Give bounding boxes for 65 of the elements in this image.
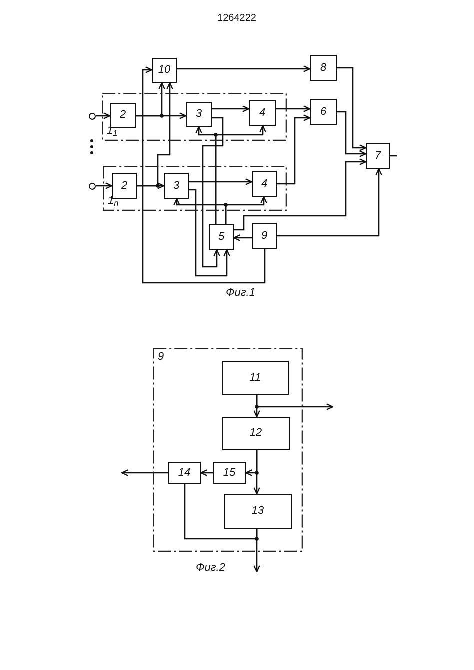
function-block xyxy=(310,55,337,81)
block-number: 14 xyxy=(178,468,191,478)
function-block xyxy=(252,223,277,249)
connector-line xyxy=(184,484,258,540)
arrow xyxy=(212,106,250,112)
arrow xyxy=(233,234,252,242)
block-number: 13 xyxy=(252,506,264,517)
function-block xyxy=(366,143,390,169)
block-number: 3 xyxy=(196,109,202,120)
block-number: 5 xyxy=(218,232,225,242)
function-block xyxy=(213,462,246,484)
block-number: 2 xyxy=(120,110,126,121)
arrow xyxy=(202,117,224,268)
function-block xyxy=(152,58,177,83)
arrow xyxy=(277,114,311,185)
function-block xyxy=(110,103,136,128)
block-number: 15 xyxy=(223,468,236,478)
block-number: 10 xyxy=(158,65,171,76)
arrow xyxy=(137,82,174,187)
arrow xyxy=(337,111,367,158)
block-number: 3 xyxy=(173,180,180,192)
arrow xyxy=(225,196,268,224)
function-block xyxy=(252,171,277,197)
function-block xyxy=(222,361,289,395)
block-number: 6 xyxy=(320,106,327,118)
block-number: 4 xyxy=(259,108,266,118)
arrow xyxy=(200,470,213,476)
block-number: 9 xyxy=(261,230,268,242)
figure-caption: Фиг.1 xyxy=(226,288,256,299)
function-block xyxy=(164,173,189,199)
arrow xyxy=(234,158,367,231)
function-block xyxy=(222,417,290,450)
function-block xyxy=(168,462,201,484)
arrow xyxy=(256,395,334,410)
arrow xyxy=(142,66,266,284)
block-number: 7 xyxy=(374,150,382,162)
arrow xyxy=(96,112,111,120)
patent-number: 1264222 xyxy=(218,14,256,24)
figure-caption: Фиг.2 xyxy=(196,563,226,574)
dash-dot-frame xyxy=(102,93,287,141)
arrow xyxy=(189,189,230,277)
block-number: 2 xyxy=(121,180,128,192)
arrow xyxy=(215,125,266,224)
function-block xyxy=(186,102,212,127)
function-block xyxy=(310,99,337,125)
arrow xyxy=(276,106,311,112)
function-block xyxy=(249,100,276,126)
dash-dot-frame xyxy=(153,348,303,552)
block-number: 8 xyxy=(320,62,327,74)
arrow xyxy=(136,82,166,117)
arrow xyxy=(277,168,382,237)
block-number: 11 xyxy=(250,372,262,384)
arrow xyxy=(337,67,367,152)
arrow xyxy=(121,470,168,476)
block-number: 12 xyxy=(250,428,262,439)
arrow xyxy=(189,178,253,186)
frame-label: 9 xyxy=(158,352,164,363)
block-number: 4 xyxy=(261,178,268,190)
dash-dot-frame xyxy=(103,166,287,211)
function-block xyxy=(209,224,234,250)
function-block xyxy=(224,494,292,529)
function-block xyxy=(112,173,137,199)
arrow xyxy=(177,66,311,72)
arrow xyxy=(245,450,258,476)
arrow xyxy=(96,182,113,190)
